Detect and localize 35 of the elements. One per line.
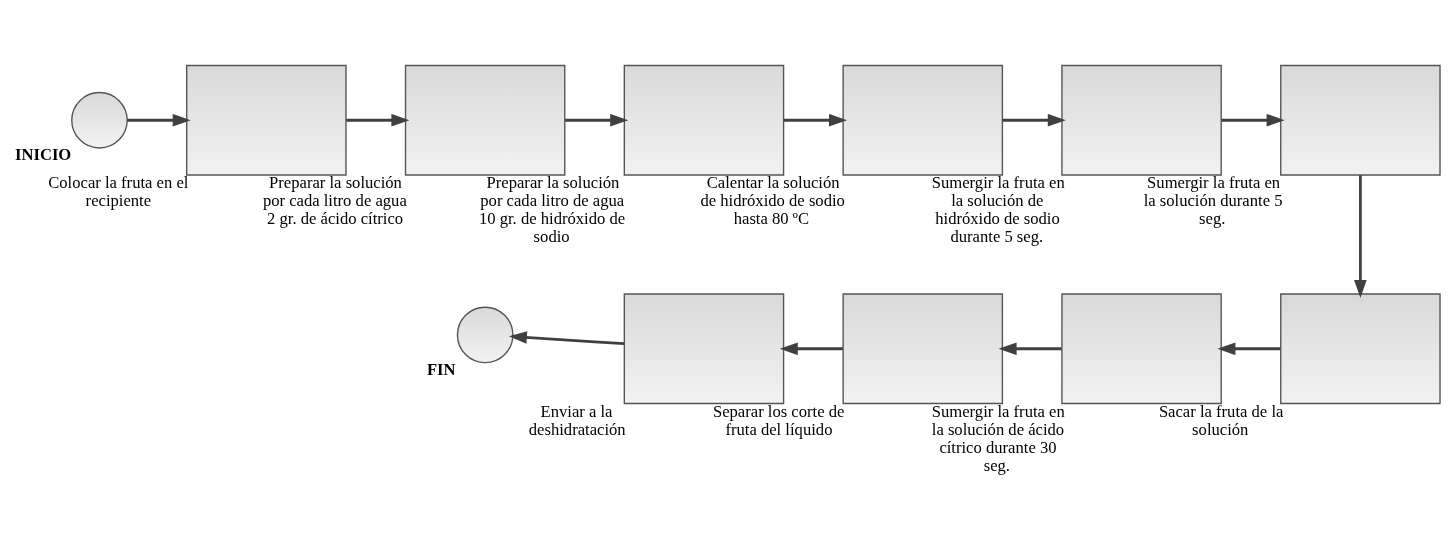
node-box [1280, 64, 1441, 176]
node-box [1061, 292, 1222, 404]
node-label: Colocar la fruta en el recipiente [48, 172, 189, 210]
node-box [623, 64, 785, 176]
node-label: FIN [426, 359, 456, 378]
node-label: Sacar la fruta de la solución [1158, 401, 1284, 439]
node-label: Calentar la solución de hidróxido de sodio hasta 80 ºC [700, 172, 845, 228]
arrow [783, 113, 848, 127]
arrow [1002, 113, 1066, 127]
node-box [842, 64, 1004, 176]
arrow [346, 113, 410, 127]
arrow [779, 341, 843, 355]
arrow [1221, 113, 1285, 127]
node-label: INICIO [14, 144, 72, 164]
node-label: Preparar la solución por cada litro de agua 2 gr. de ácido cítrico [262, 172, 407, 228]
node-circle [456, 306, 514, 363]
node-box [842, 292, 1004, 404]
node-label: Sumergir la fruta en la solución durante 5 seg. [1143, 172, 1283, 228]
node-label: Sumergir la fruta en la solución de ácido cítrico durante 30 seg. [931, 401, 1065, 475]
arrow [1217, 341, 1281, 355]
arrow [565, 113, 629, 127]
node-box [623, 292, 785, 404]
node-box [404, 64, 566, 176]
node-label: Separar los corte de fruta del líquido [712, 401, 845, 439]
arrow [1354, 174, 1367, 298]
node-label: Enviar a la deshidratación [528, 401, 626, 439]
arrow [508, 330, 625, 345]
arrow [998, 341, 1062, 355]
node-box [186, 64, 347, 176]
node-box [1280, 292, 1441, 404]
arrow [127, 113, 191, 127]
node-circle [71, 91, 128, 149]
node-box [1061, 64, 1222, 176]
node-label: Sumergir la fruta en la solución de hidróxido de sodio durante 5 seg. [931, 172, 1065, 246]
node-label: Preparar la solución por cada litro de agua 10 gr. de hidróxido de sodio [478, 172, 626, 246]
